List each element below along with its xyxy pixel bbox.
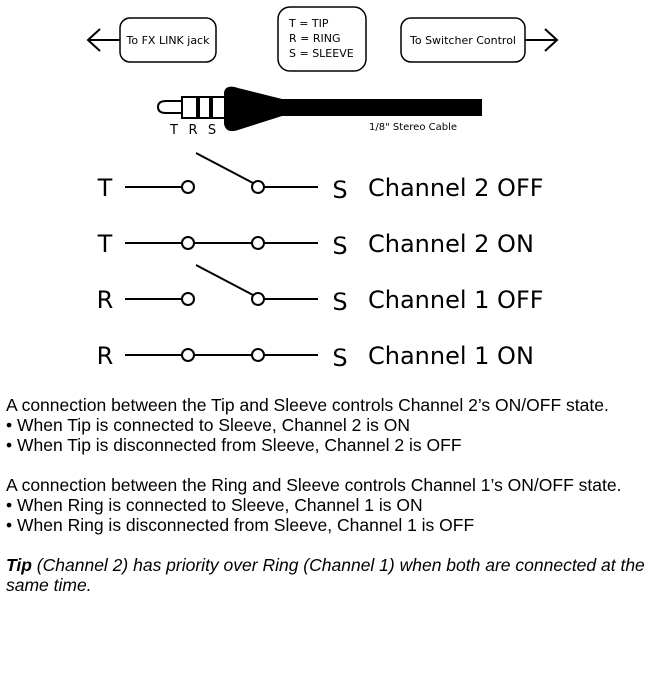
wiring-diagram: To FX LINK jack T = TIP R = RING S = SLE… <box>86 6 559 372</box>
bullet: When Tip is connected to Sleeve, Channel… <box>17 415 410 435</box>
contact-point <box>181 292 195 306</box>
row-right-letter: S <box>332 232 347 260</box>
switch-row: T S Channel 2 OFF <box>97 152 544 204</box>
explanation-text: A connection between the Tip and Sleeve … <box>6 395 646 595</box>
switch-row: T S Channel 2 ON <box>97 230 534 260</box>
bullet: When Ring is connected to Sleeve, Channe… <box>17 495 423 515</box>
channel-state-label: Channel 2 OFF <box>368 174 544 202</box>
bullet: When Tip is disconnected from Sleeve, Ch… <box>17 435 462 455</box>
row-left-letter: R <box>97 342 114 370</box>
plug-letter-s: S <box>208 123 216 138</box>
priority-note: Tip (Channel 2) has priority over Ring (… <box>6 555 646 595</box>
legend-tip: T = TIP <box>288 17 329 30</box>
contact-point <box>251 236 265 250</box>
row-right-letter: S <box>332 176 347 204</box>
row-left-letter: R <box>97 286 114 314</box>
open-switch <box>195 152 254 184</box>
right-arrow-icon <box>525 28 559 52</box>
legend-box <box>277 6 367 72</box>
plug-letter-r: R <box>188 123 197 138</box>
switch-row: R S Channel 1 ON <box>97 342 534 372</box>
channel-state-label: Channel 1 ON <box>368 342 534 370</box>
open-switch <box>195 264 254 296</box>
contact-point <box>251 180 265 194</box>
contact-point <box>251 292 265 306</box>
legend-sleeve: S = SLEEVE <box>289 47 354 60</box>
switcher-label: To Switcher Control <box>409 34 516 47</box>
paragraph-tip: A connection between the Tip and Sleeve … <box>6 395 609 415</box>
switch-row: R S Channel 1 OFF <box>97 264 544 316</box>
contact-point <box>181 180 195 194</box>
contact-point <box>251 348 265 362</box>
bullet: When Ring is disconnected from Sleeve, C… <box>17 515 475 535</box>
channel-state-label: Channel 1 OFF <box>368 286 544 314</box>
stereo-plug <box>156 86 482 132</box>
row-left-letter: T <box>97 230 113 258</box>
fx-link-box <box>119 17 217 63</box>
row-left-letter: T <box>97 174 113 202</box>
contact-point <box>181 236 195 250</box>
note-bold: Tip <box>6 555 32 575</box>
cable-label: 1/8" Stereo Cable <box>369 122 457 133</box>
row-right-letter: S <box>332 288 347 316</box>
note-rest: (Channel 2) has priority over Ring (Chan… <box>6 555 645 595</box>
channel-state-label: Channel 2 ON <box>368 230 534 258</box>
contact-point <box>181 348 195 362</box>
plug-letter-t: T <box>169 123 178 138</box>
row-right-letter: S <box>332 344 347 372</box>
paragraph-ring: A connection between the Ring and Sleeve… <box>6 475 622 495</box>
left-arrow-icon <box>86 28 120 52</box>
legend-ring: R = RING <box>289 32 341 45</box>
fx-link-label: To FX LINK jack <box>126 34 211 47</box>
